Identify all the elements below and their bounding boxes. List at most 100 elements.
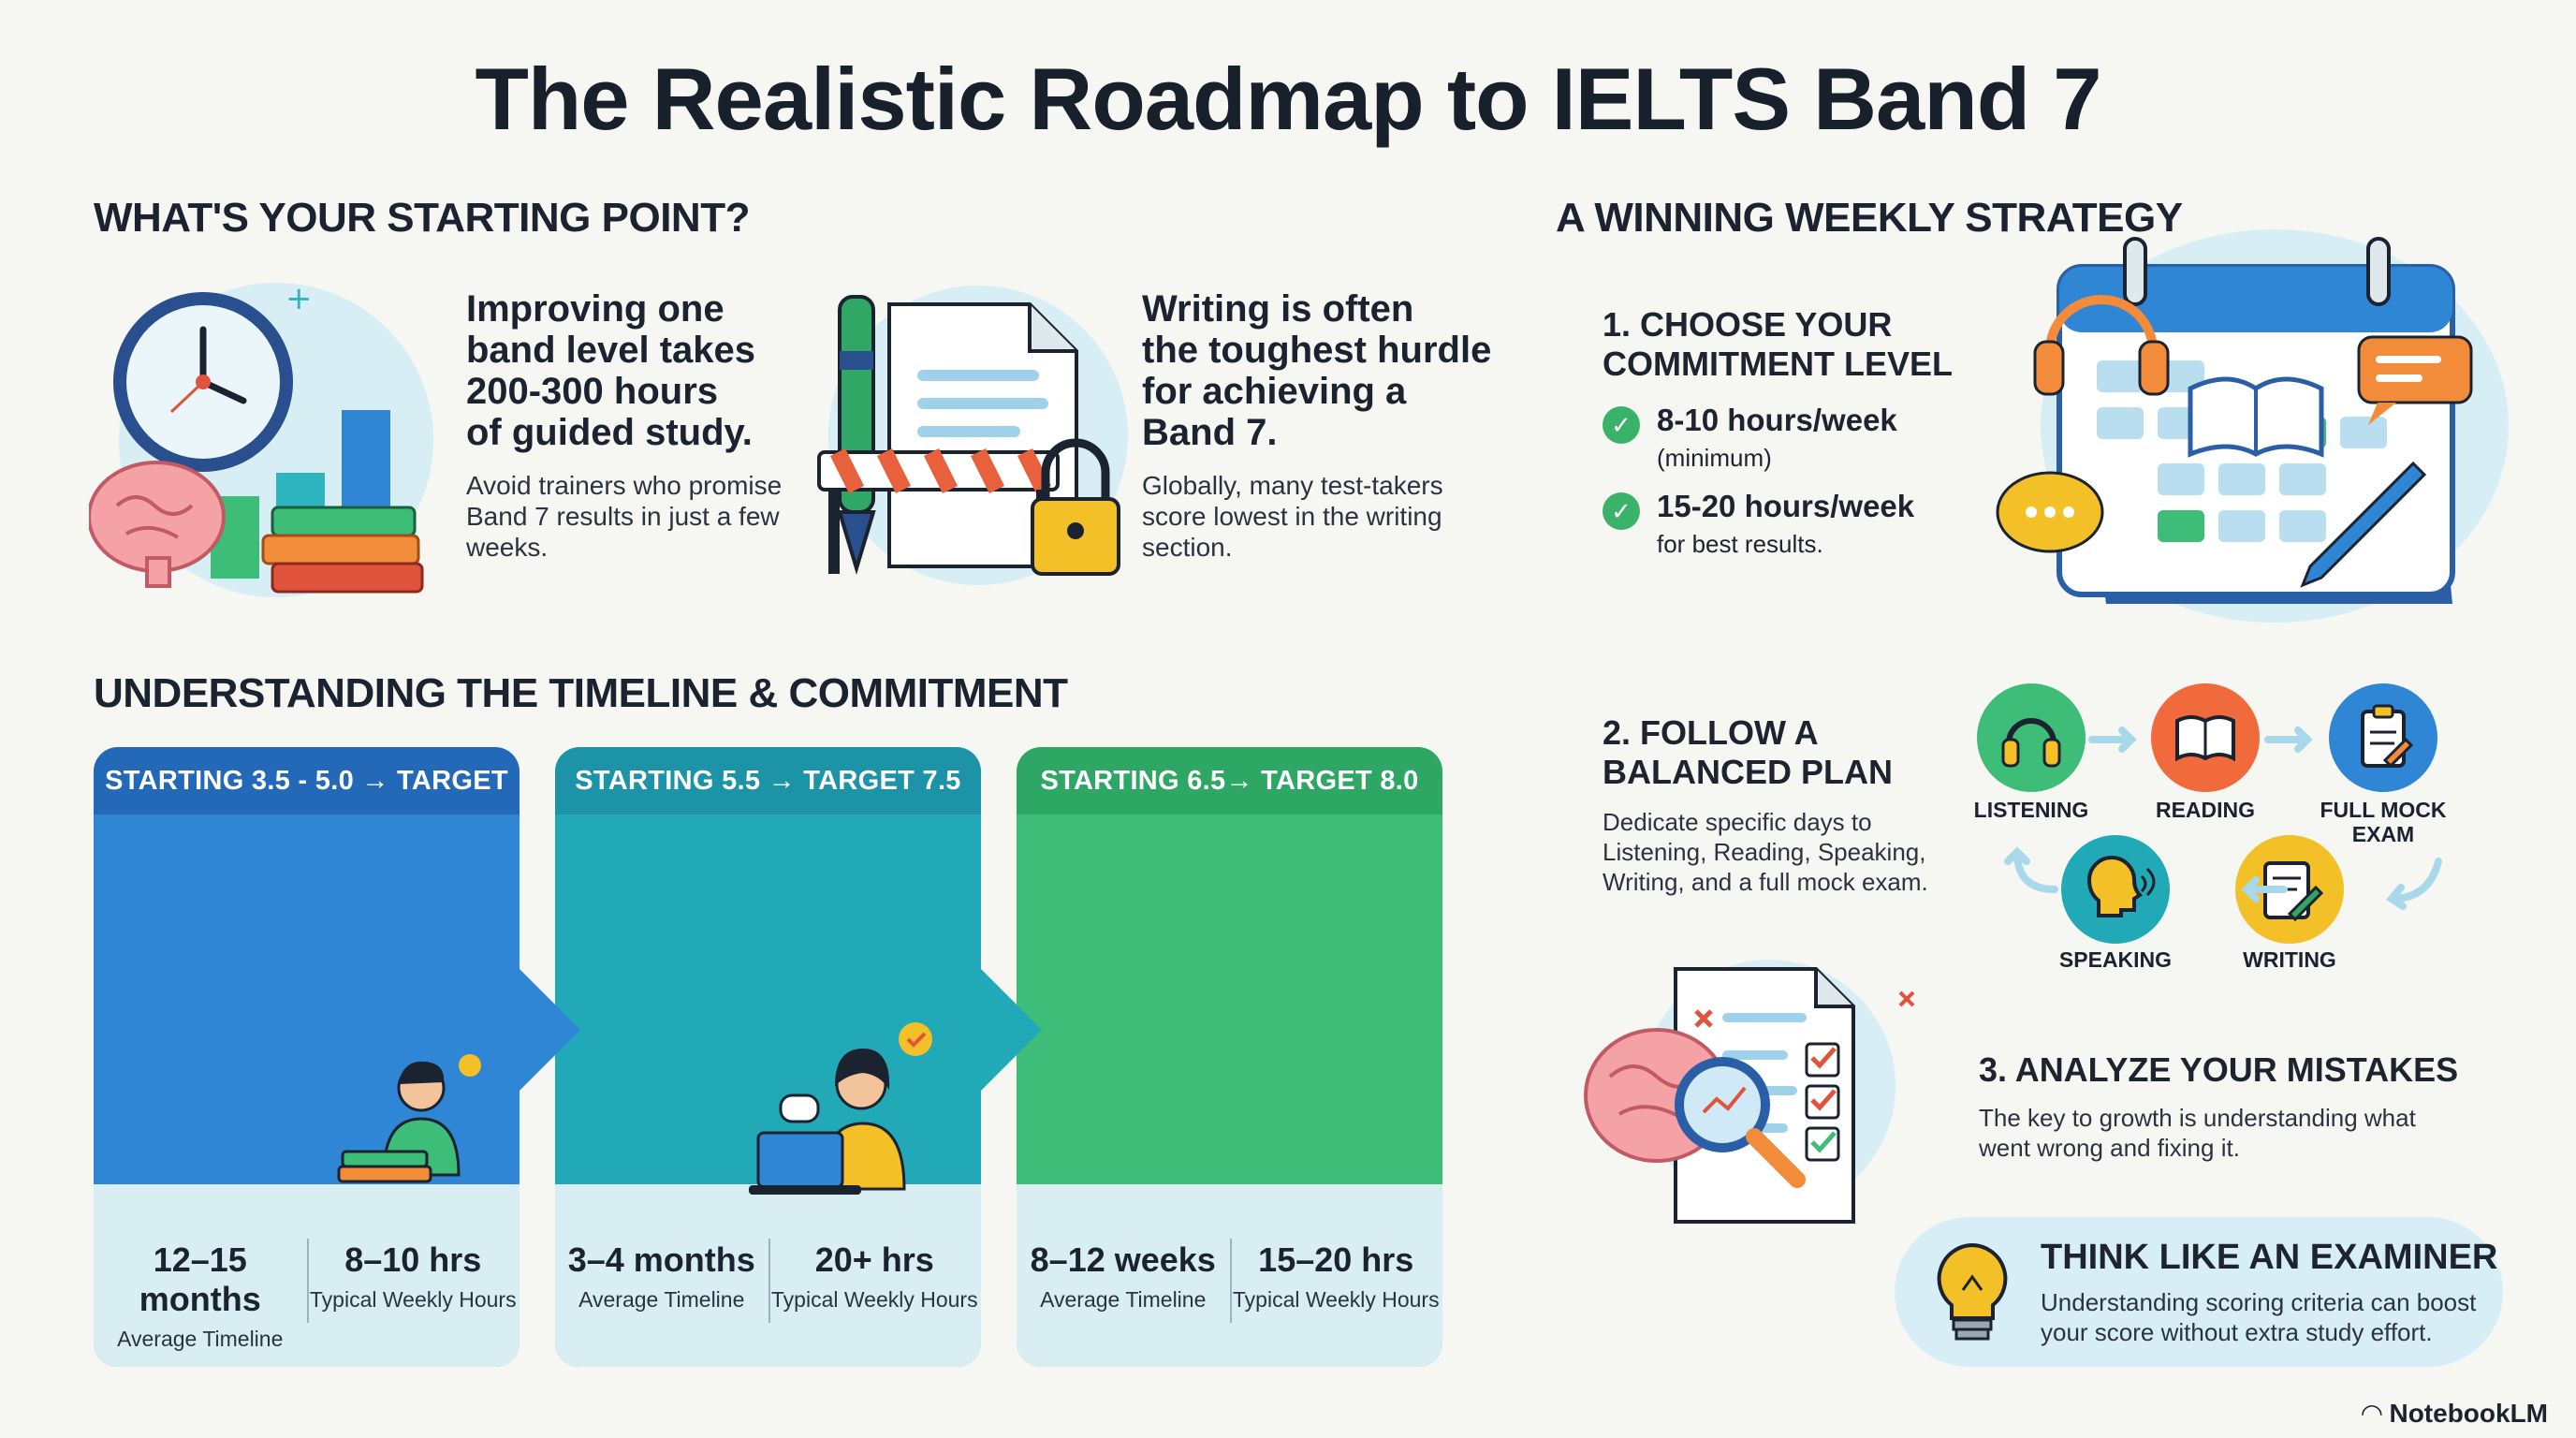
headphones-icon <box>2033 295 2170 396</box>
footer-divider <box>768 1239 770 1323</box>
examiner-desc: Understanding scoring criteria can boost <box>2041 1288 2477 1316</box>
pen-icon <box>837 295 876 575</box>
check-icon: ✓ <box>1603 406 1640 444</box>
timeline-card-3: STARTING 6.5→ TARGET 8.0 8–12 weeks Aver… <box>1017 747 1442 1367</box>
step-commitment: 1. CHOOSE YOUR COMMITMENT LEVEL <box>1603 305 1953 384</box>
writing-hurdle-text: Writing is often the toughest hurdle for… <box>1142 288 1491 563</box>
study-hours-note: Band 7 results in just a few <box>466 502 780 531</box>
cycle-arrows <box>2004 726 2442 910</box>
step2-title: 2. FOLLOW A <box>1603 713 1819 752</box>
clipboard-icon <box>2329 683 2437 792</box>
brain-icon <box>89 461 226 588</box>
chevron-right-icon <box>976 964 1042 1095</box>
writing-hurdle-illustration <box>817 286 1128 585</box>
step1-title: 1. CHOOSE YOUR <box>1603 305 1893 344</box>
average-timeline-label: Average Timeline <box>578 1287 745 1312</box>
plan-label-speaking: SPEAKING <box>2058 947 2173 972</box>
step3-title: 3. ANALYZE YOUR MISTAKES <box>1979 1050 2459 1089</box>
plan-label-writing: WRITING <box>2243 947 2336 972</box>
step3-desc: The key to growth is understanding what <box>1979 1104 2416 1132</box>
timeline-heading: UNDERSTANDING THE TIMELINE & COMMITMENT <box>94 670 1068 716</box>
option-hours: 15-20 hours/week <box>1657 489 1915 523</box>
padlock-icon <box>1031 438 1120 576</box>
calendar-illustration <box>1996 229 2509 623</box>
timeline-card-header: STARTING 5.5 → TARGET 7.5 <box>555 747 981 814</box>
examiner-title: THINK LIKE AN EXAMINER <box>2041 1238 2498 1277</box>
study-hours-note: weeks. <box>466 533 549 562</box>
timeline-card-footer: 8–12 weeks Average Timeline 15–20 hrs Ty… <box>1017 1184 1442 1367</box>
page-title: The Realistic Roadmap to IELTS Band 7 <box>475 50 2101 148</box>
writing-hurdle-note: section. <box>1142 533 1233 562</box>
timeline-card-footer: 3–4 months Average Timeline 20+ hrs Typi… <box>555 1184 981 1367</box>
option-best: 15-20 hours/week for best results. <box>1657 489 1914 559</box>
book-icon <box>2188 376 2324 458</box>
writing-hurdle-line: Writing is often <box>1142 288 1414 330</box>
writing-pad-icon <box>2235 835 2344 944</box>
check-icon: ✓ <box>1603 492 1640 530</box>
brand-label: NotebookLM <box>2389 1399 2548 1428</box>
study-hours-line: of guided study. <box>466 412 753 453</box>
average-timeline-label: Average Timeline <box>117 1327 284 1351</box>
examiner-text: THINK LIKE AN EXAMINER Understanding sco… <box>2041 1238 2497 1347</box>
person-speaking-icon <box>2061 835 2170 944</box>
books-icon <box>261 506 424 594</box>
plan-label-mock: FULL MOCK EXAM <box>2304 798 2463 846</box>
book-icon <box>2151 683 2260 792</box>
notebooklm-icon: ◠ <box>2362 1399 2390 1428</box>
svg-text:+: + <box>285 280 313 317</box>
clock-icon <box>113 292 293 472</box>
weekly-hours-value: 8–10 hrs <box>344 1240 482 1279</box>
chevron-right-icon <box>515 964 580 1095</box>
study-hours-line: Improving one <box>466 288 724 330</box>
study-hours-line: 200-300 hours <box>466 371 719 412</box>
speech-bubble-icon <box>1996 471 2104 553</box>
study-hours-illustration: + <box>89 280 433 597</box>
step2-title: BALANCED PLAN <box>1603 753 1893 791</box>
timeline-card-1: STARTING 3.5 - 5.0 → TARGET 6.5 12–15 mo… <box>94 747 520 1367</box>
option-minimum: 8-10 hours/week (minimum) <box>1657 403 1897 473</box>
step2-desc: Listening, Reading, Speaking, <box>1603 838 1926 866</box>
option-note: (minimum) <box>1657 444 1772 472</box>
magnifier-icon <box>1675 1057 1806 1188</box>
step-analyze: 3. ANALYZE YOUR MISTAKES The key to grow… <box>1979 1050 2458 1163</box>
student-reading-icon <box>337 1054 481 1183</box>
weekly-hours-label: Typical Weekly Hours <box>770 1287 978 1312</box>
speech-bubble-icon <box>2357 335 2473 425</box>
average-timeline-label: Average Timeline <box>1040 1287 1207 1312</box>
timeline-card-footer: 12–15 months Average Timeline 8–10 hrs T… <box>94 1184 520 1367</box>
weekly-hours-label: Typical Weekly Hours <box>309 1287 517 1312</box>
average-timeline-value: 3–4 months <box>567 1240 755 1279</box>
writing-hurdle-line: for achieving a <box>1142 371 1407 412</box>
footer-divider <box>1229 1239 1232 1323</box>
study-hours-note: Avoid trainers who promise <box>466 471 783 500</box>
timeline-card-2: STARTING 5.5 → TARGET 7.5 3–4 months Ave… <box>555 747 981 1367</box>
weekly-hours-value: 20+ hrs <box>814 1240 934 1279</box>
plan-label-listening: LISTENING <box>1973 798 2089 822</box>
lightbulb-icon <box>1937 1242 2008 1341</box>
strategy-heading: A WINNING WEEKLY STRATEGY <box>1556 195 2183 241</box>
writing-hurdle-line: the toughest hurdle <box>1142 330 1492 371</box>
step3-desc: went wrong and fixing it. <box>1979 1134 2240 1162</box>
weekly-hours-label: Typical Weekly Hours <box>1232 1287 1440 1312</box>
step2-desc: Writing, and a full mock exam. <box>1603 868 1928 896</box>
weekly-hours-value: 15–20 hrs <box>1258 1240 1414 1279</box>
timeline-card-header: STARTING 3.5 - 5.0 → TARGET 6.5 <box>94 747 520 863</box>
writing-hurdle-note: Globally, many test-takers <box>1142 471 1443 500</box>
timeline-card-header: STARTING 6.5→ TARGET 8.0 <box>1017 747 1442 814</box>
mistakes-illustration <box>1584 960 1915 1224</box>
examiner-desc: your score without extra study effort. <box>2041 1318 2433 1346</box>
student-laptop-icon <box>749 1022 932 1195</box>
pen-icon <box>2300 461 2427 588</box>
starting-point-heading: WHAT'S YOUR STARTING POINT? <box>94 195 750 241</box>
plan-label-mock-line: EXAM <box>2351 822 2415 846</box>
step1-title: COMMITMENT LEVEL <box>1603 345 1953 383</box>
brand-logo: ◠ NotebookLM <box>2362 1398 2548 1429</box>
option-note: for best results. <box>1657 530 1823 558</box>
option-hours: 8-10 hours/week <box>1657 403 1897 437</box>
average-timeline-value: 12–15 months <box>139 1240 261 1318</box>
headphones-icon <box>1977 683 2086 792</box>
plan-label-mock-line: FULL MOCK <box>2320 798 2447 822</box>
writing-hurdle-line: Band 7. <box>1142 412 1278 453</box>
footer-divider <box>306 1239 309 1323</box>
study-hours-text: Improving one band level takes 200-300 h… <box>466 288 782 563</box>
